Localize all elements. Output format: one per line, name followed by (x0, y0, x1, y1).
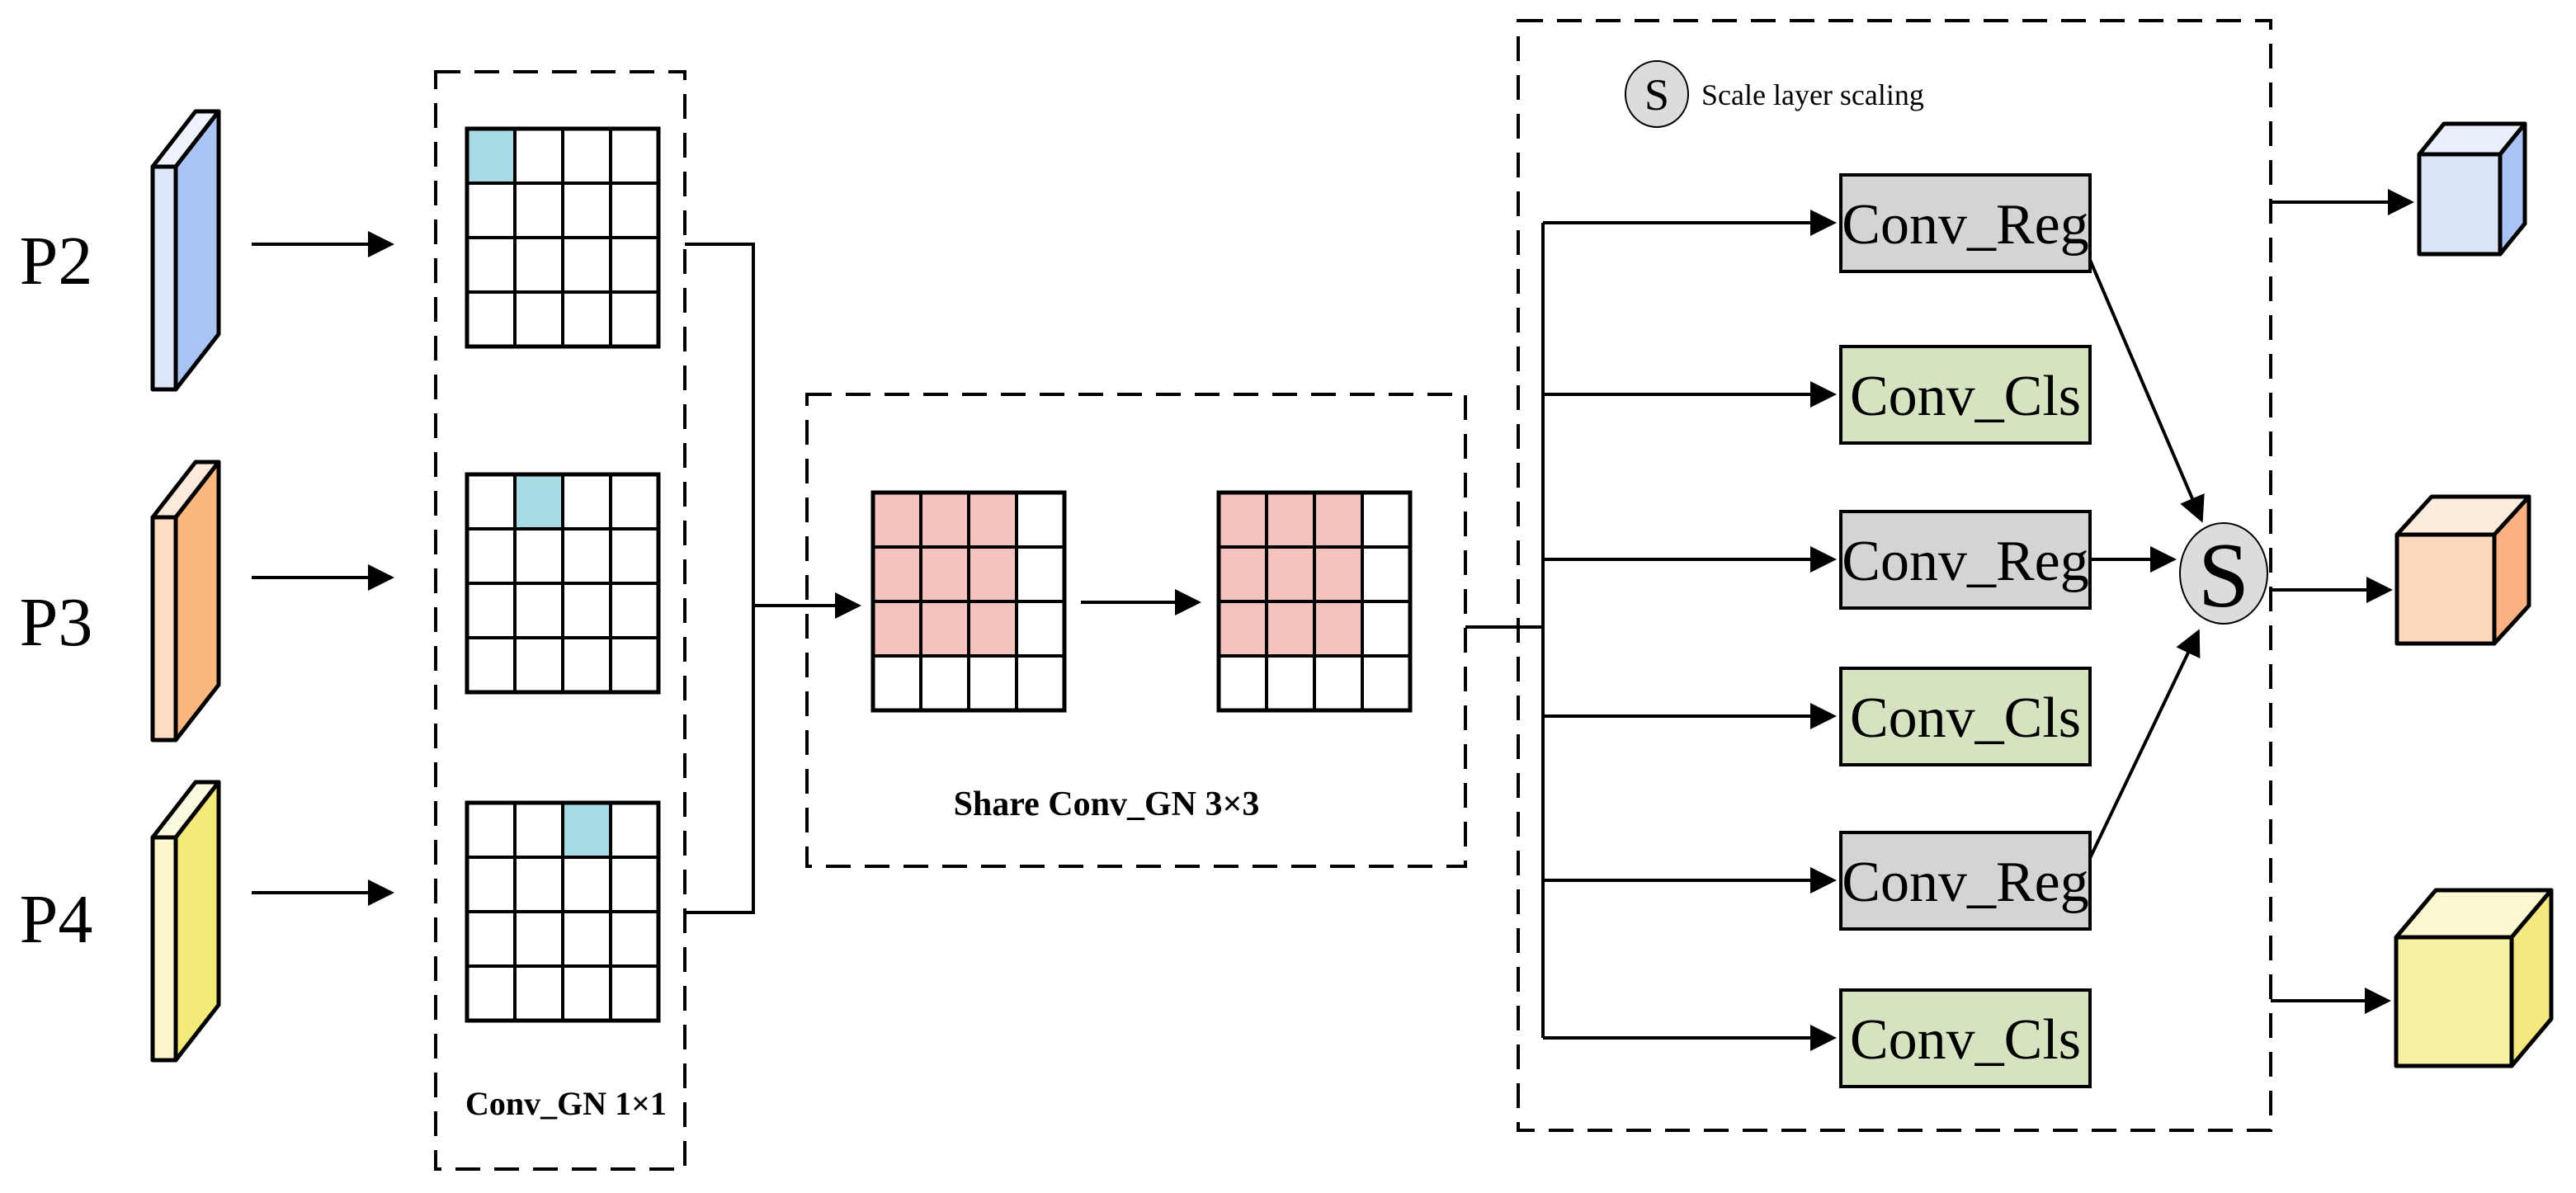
share-conv-block: Share Conv_GN 3×3 (805, 393, 1467, 868)
conv-cls-label-3: Conv_Cls (1850, 1008, 2081, 1072)
cube-front-face (2394, 935, 2514, 1068)
highlight-region-3x3 (1219, 493, 1362, 656)
feature-slab-p2 (150, 109, 221, 392)
input-label-p4: P4 (20, 881, 93, 958)
conv-reg-label-2: Conv_Reg (1842, 530, 2088, 593)
outputs (2271, 121, 2554, 1068)
slab-front-face (150, 164, 178, 392)
input-levels: P2 P3 P4 (20, 109, 394, 1063)
head-branches: Conv_Reg Conv_Cls Conv_Reg Conv_Cls Conv… (1839, 173, 2092, 1088)
scale-node: S (2179, 522, 2268, 627)
feature-slab-p3 (150, 460, 221, 743)
output-cube-p4 (2394, 888, 2554, 1068)
arrow-reg1-to-scale (2088, 259, 2205, 523)
slab-front-face (150, 835, 178, 1063)
grid-p4 (467, 803, 658, 1021)
cube-front-face (2394, 532, 2497, 646)
grid-p2 (467, 129, 658, 347)
scale-legend: S Scale layer scaling (1625, 60, 1924, 128)
conv1x1-dashed-border (434, 70, 686, 1171)
conv-cls-label-1: Conv_Cls (1850, 365, 2081, 428)
conv-cls-box-3 (1839, 988, 2092, 1088)
head-distribution (1541, 210, 1837, 1051)
scale-node-symbol: S (2198, 525, 2249, 627)
conv-cls-label-2: Conv_Cls (1850, 686, 2081, 750)
scale-legend-text: Scale layer scaling (1701, 78, 1924, 111)
scale-legend-symbol: S (1644, 70, 1669, 120)
cube-front-face (2417, 152, 2503, 257)
conv1x1-label: Conv_GN 1×1 (465, 1085, 667, 1122)
conv1x1-collector (685, 243, 861, 914)
highlight-cell (467, 129, 515, 183)
output-cube-p3 (2394, 494, 2531, 646)
slab-front-face (150, 515, 178, 743)
conv-reg-box-2 (1839, 510, 2092, 610)
input-label-p3: P3 (20, 584, 93, 661)
grid-share-out (1219, 493, 1410, 710)
collector-bus-line (685, 243, 755, 914)
conv-cls-box-2 (1839, 667, 2092, 766)
conv-reg-label-1: Conv_Reg (1842, 193, 2088, 257)
highlight-cell (563, 803, 611, 857)
arrow-reg3-to-scale (2088, 629, 2201, 859)
feature-slab-p4 (150, 780, 221, 1063)
output-cube-p2 (2417, 121, 2527, 257)
scale-legend-icon (1625, 60, 1689, 128)
conv-reg-label-3: Conv_Reg (1842, 851, 2088, 914)
conv1x1-block: Conv_GN 1×1 (434, 70, 686, 1171)
share-conv-label: Share Conv_GN 3×3 (954, 785, 1260, 823)
input-label-p2: P2 (20, 223, 93, 299)
highlight-region-3x3 (873, 493, 1017, 656)
conv-cls-box-1 (1839, 345, 2092, 445)
share-dashed-border (805, 393, 1467, 868)
scale-node-circle (2179, 522, 2268, 625)
highlight-cell (515, 474, 563, 529)
grid-p3 (467, 474, 658, 692)
head-block: S Scale layer scaling Conv_Reg Conv_Cls … (1517, 19, 2272, 1132)
grid-share-in (873, 493, 1064, 710)
conv-reg-box-1 (1839, 173, 2092, 273)
conv-reg-box-3 (1839, 831, 2092, 931)
